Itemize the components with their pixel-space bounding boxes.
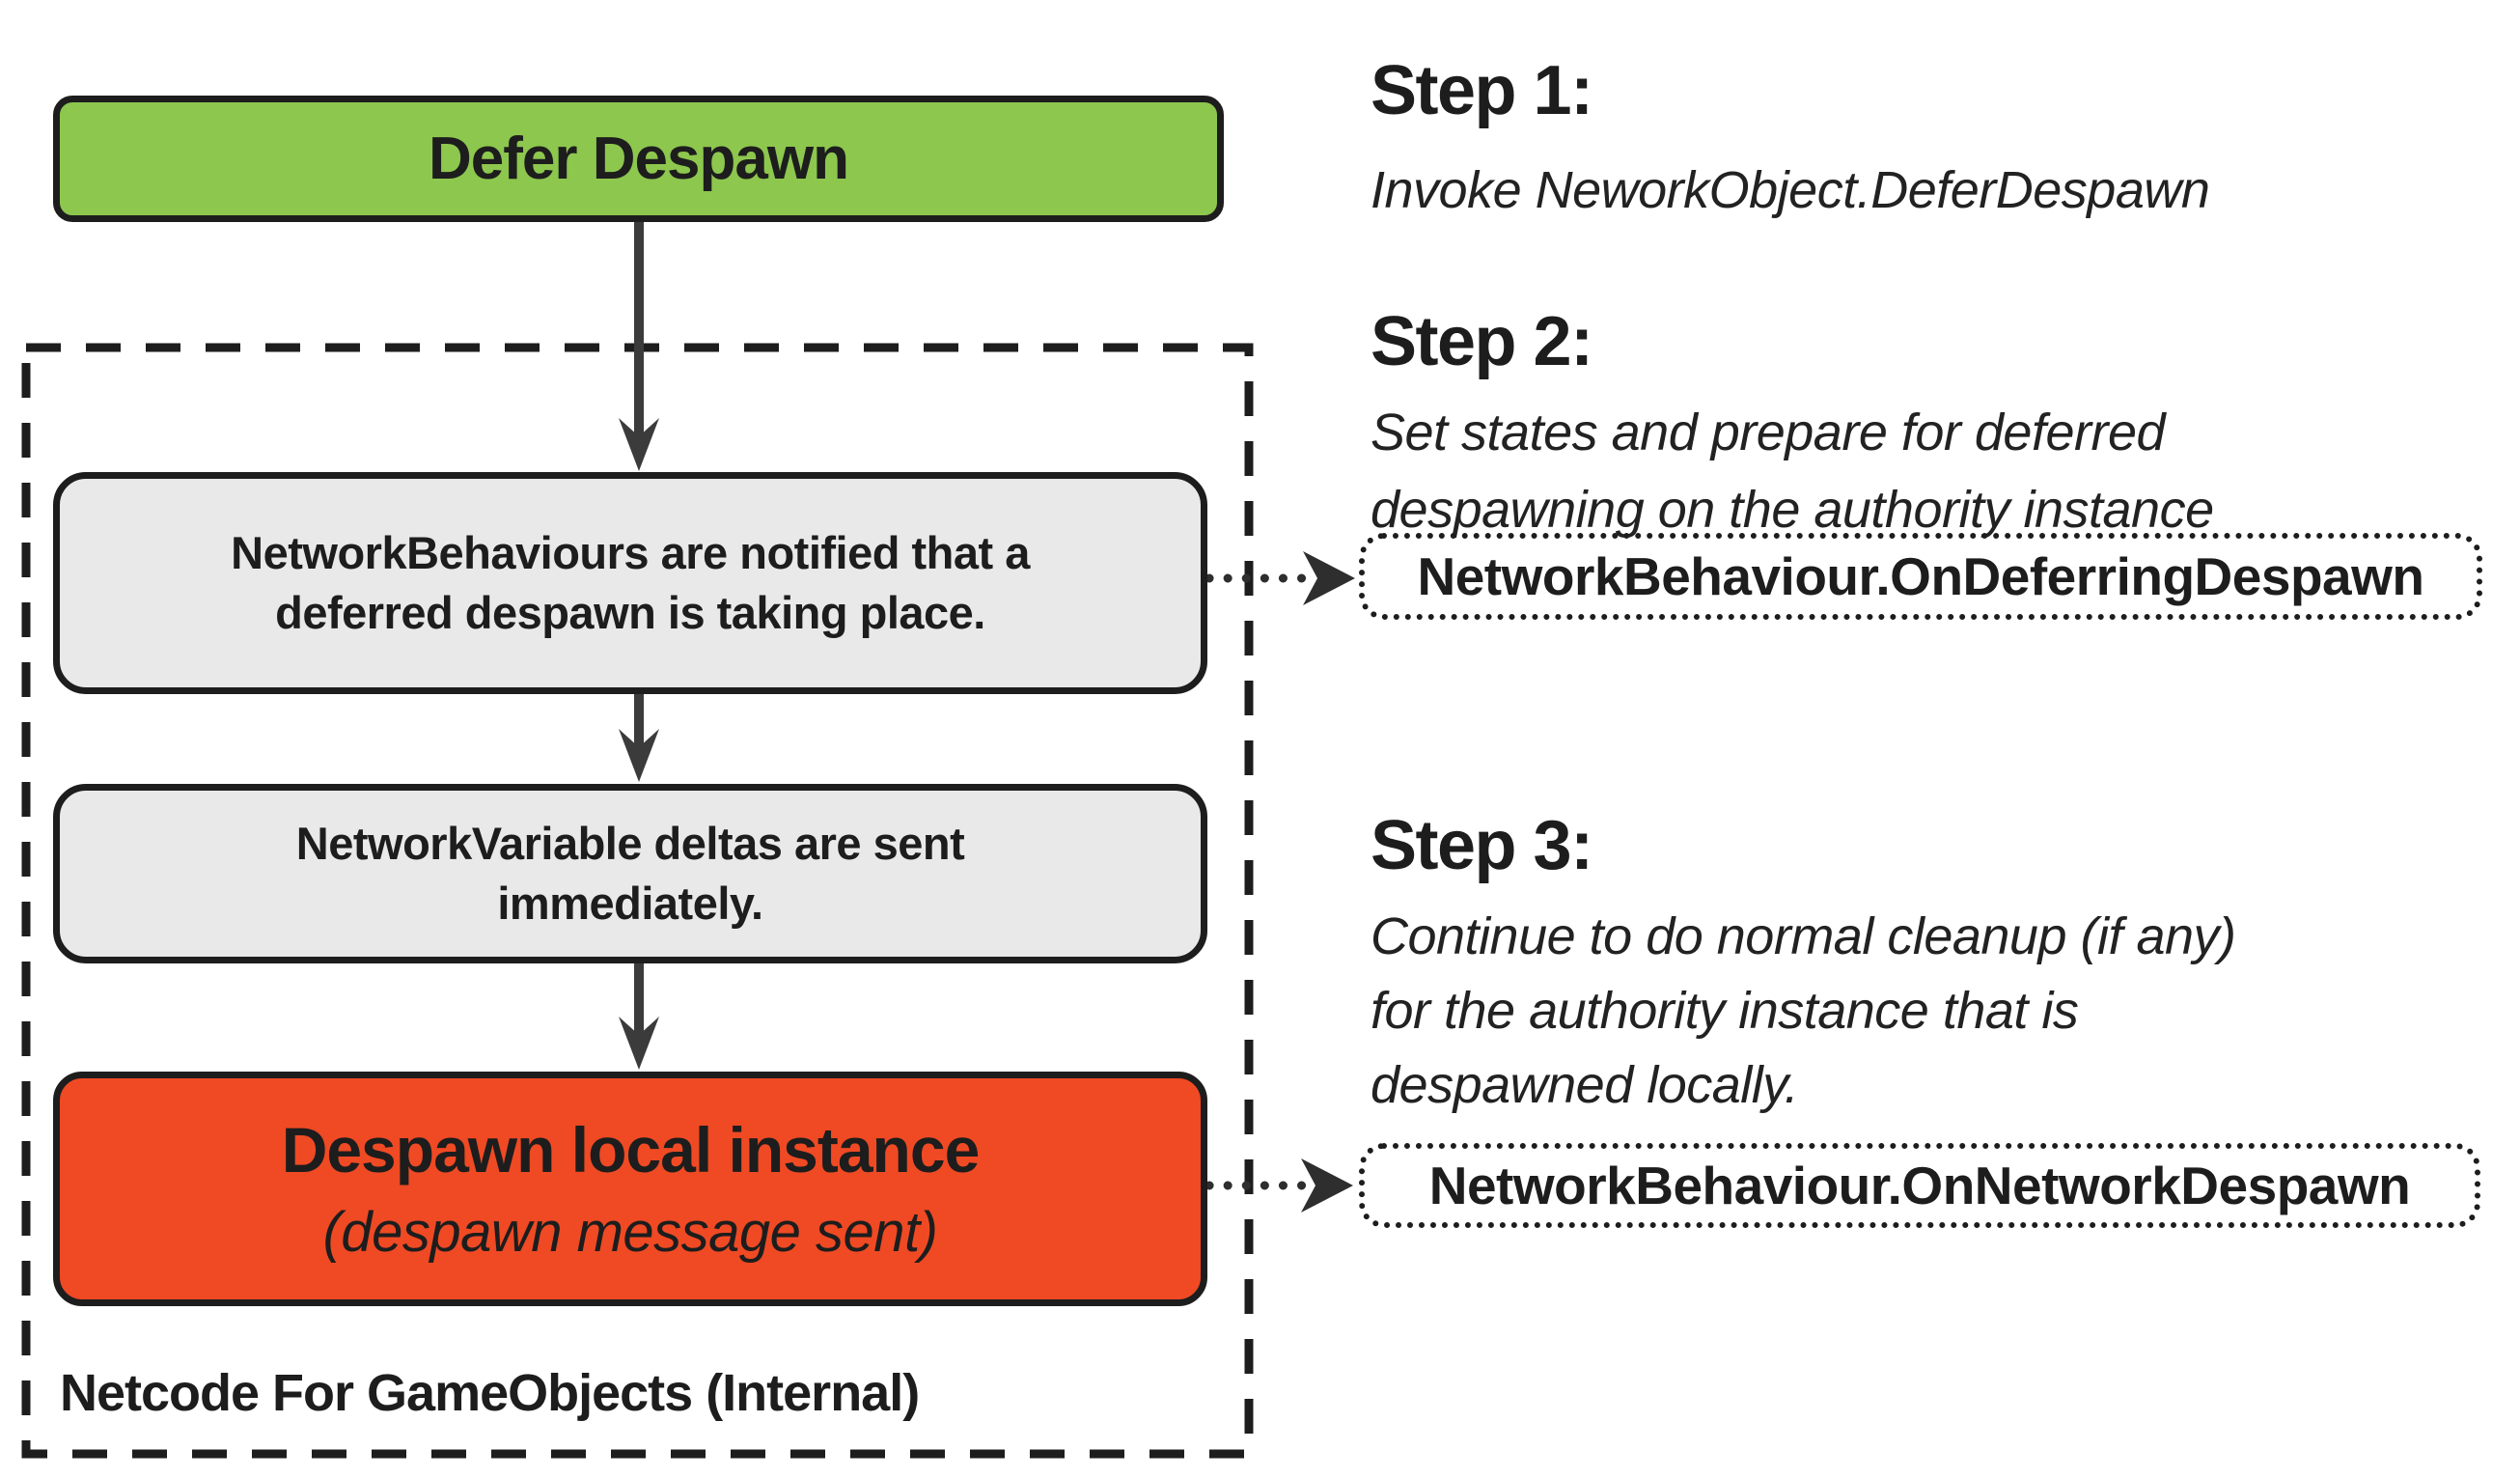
step3-body-line: despawned locally. <box>1371 1056 1799 1114</box>
step2-body-line: Set states and prepare for deferred <box>1371 404 2166 461</box>
node-text-line: NetworkBehaviours are notified that a <box>231 526 1030 578</box>
step3-body: Continue to do normal cleanup (if any) f… <box>1371 900 2236 1123</box>
step2-body: Set states and prepare for deferred desp… <box>1371 394 2214 548</box>
node-text-line: immediately. <box>497 878 763 929</box>
down-arrow-icon <box>619 962 659 1070</box>
node-text-line: NetworkVariable deltas are sent <box>295 817 965 869</box>
callout-on-network-despawn: NetworkBehaviour.OnNetworkDespawn <box>1359 1143 2480 1228</box>
step1-body: Invoke NeworkObject.DeferDespawn <box>1371 161 2210 219</box>
down-arrow-icon <box>619 222 659 471</box>
step1-heading: Step 1: <box>1371 52 1593 129</box>
step3-body-line: Continue to do normal cleanup (if any) <box>1371 907 2236 965</box>
despawn-node-subtitle: (despawn message sent) <box>322 1201 939 1264</box>
callout-on-deferring-despawn: NetworkBehaviour.OnDeferringDespawn <box>1359 533 2482 620</box>
step3-heading: Step 3: <box>1371 807 1593 884</box>
down-arrow-icon <box>619 693 659 782</box>
callout-label: NetworkBehaviour.OnNetworkDespawn <box>1428 1156 2411 1215</box>
callout-label: NetworkBehaviour.OnDeferringDespawn <box>1417 546 2424 606</box>
defer-despawn-label: Defer Despawn <box>429 125 849 192</box>
dotted-right-arrow-icon <box>1205 551 1355 605</box>
step2-heading: Step 2: <box>1371 303 1593 380</box>
dotted-right-arrow-icon <box>1205 1158 1353 1213</box>
node-text-line: deferred despawn is taking place. <box>275 587 985 638</box>
step2-body-line: despawning on the authority instance <box>1371 481 2214 539</box>
networkbehaviours-notified-node: NetworkBehaviours are notified that a de… <box>53 472 1207 694</box>
internal-boundary-label: Netcode For GameObjects (Internal) <box>60 1364 920 1422</box>
networkvariable-deltas-node: NetworkVariable deltas are sent immediat… <box>53 784 1207 963</box>
despawn-node-title: Despawn local instance <box>281 1114 981 1185</box>
defer-despawn-node: Defer Despawn <box>53 96 1224 222</box>
step3-body-line: for the authority instance that is <box>1371 982 2079 1040</box>
despawn-local-instance-node: Despawn local instance (despawn message … <box>53 1072 1207 1306</box>
